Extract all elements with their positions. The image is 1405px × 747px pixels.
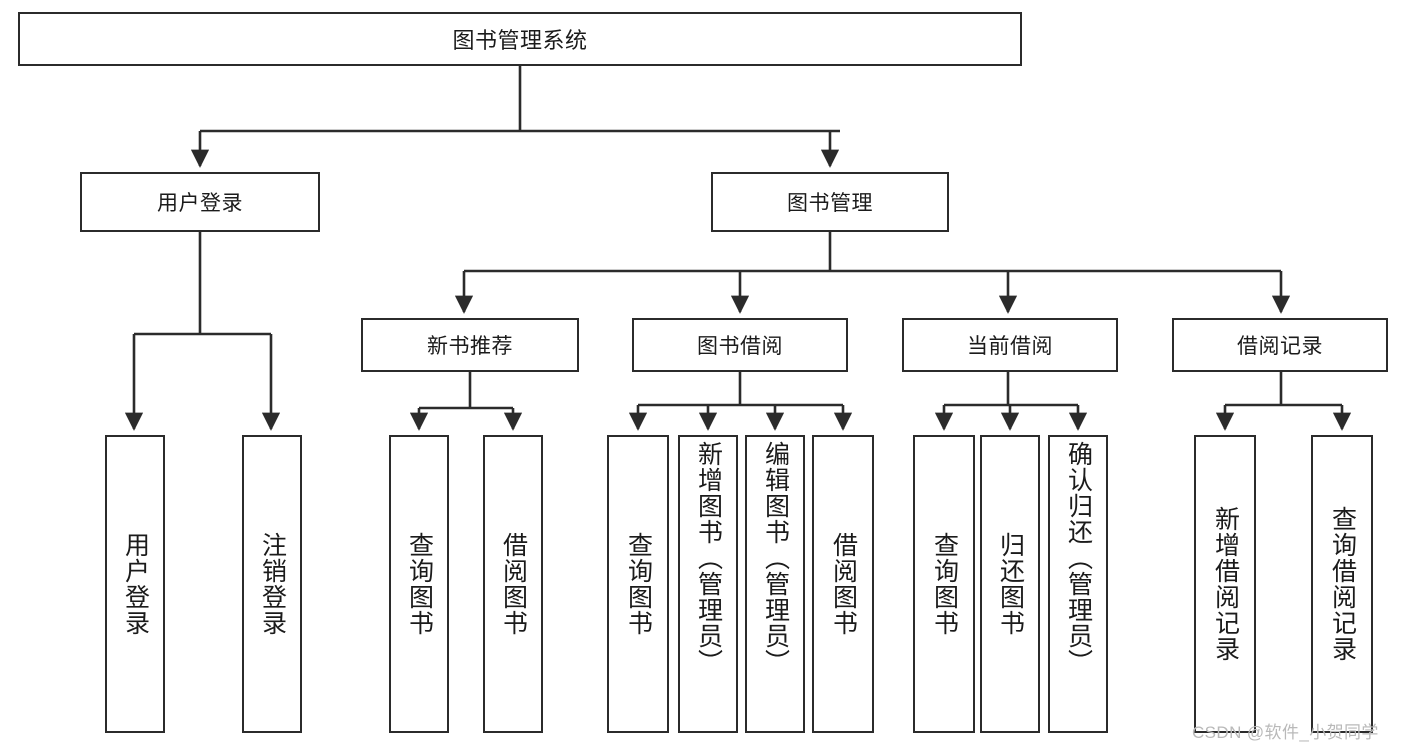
node-leaf[interactable]: 注销登录 [242, 435, 302, 733]
node-leaf-label: 用户登录 [121, 532, 150, 636]
node-user-login-label: 用户登录 [157, 192, 243, 215]
node-leaf[interactable]: 新增图书（管理员） [678, 435, 738, 733]
node-leaf[interactable]: 归还图书 [980, 435, 1040, 733]
node-current-borrow[interactable]: 当前借阅 [902, 318, 1118, 372]
node-leaf[interactable]: 查询图书 [389, 435, 449, 733]
node-borrow-records-label: 借阅记录 [1237, 335, 1323, 358]
node-leaf-label: 新增图书（管理员） [694, 441, 723, 675]
node-leaf-label: 确认归还（管理员） [1064, 441, 1093, 675]
node-leaf-label: 新增借阅记录 [1211, 506, 1240, 662]
node-leaf-label: 注销登录 [258, 532, 287, 636]
node-leaf-label: 查询图书 [405, 532, 434, 636]
node-book-borrow[interactable]: 图书借阅 [632, 318, 848, 372]
node-current-borrow-label: 当前借阅 [967, 335, 1053, 358]
node-leaf[interactable]: 编辑图书（管理员） [745, 435, 805, 733]
node-leaf-label: 借阅图书 [499, 532, 528, 636]
node-user-login[interactable]: 用户登录 [80, 172, 320, 232]
node-leaf[interactable]: 新增借阅记录 [1194, 435, 1256, 733]
node-leaf[interactable]: 用户登录 [105, 435, 165, 733]
node-root-system[interactable]: 图书管理系统 [18, 12, 1022, 66]
node-new-book-recommend[interactable]: 新书推荐 [361, 318, 579, 372]
node-leaf[interactable]: 查询图书 [607, 435, 669, 733]
node-leaf[interactable]: 借阅图书 [812, 435, 874, 733]
csdn-watermark: CSDN @软件_小贺同学 [1192, 723, 1379, 742]
node-book-management-label: 图书管理 [787, 192, 873, 215]
node-book-management[interactable]: 图书管理 [711, 172, 949, 232]
node-leaf-label: 借阅图书 [829, 532, 858, 636]
node-leaf-label: 查询图书 [930, 532, 959, 636]
node-leaf-label: 编辑图书（管理员） [761, 441, 790, 675]
node-leaf[interactable]: 查询图书 [913, 435, 975, 733]
node-leaf-label: 查询借阅记录 [1328, 506, 1357, 662]
node-leaf[interactable]: 借阅图书 [483, 435, 543, 733]
node-leaf[interactable]: 确认归还（管理员） [1048, 435, 1108, 733]
node-leaf-label: 查询图书 [624, 532, 653, 636]
node-borrow-records[interactable]: 借阅记录 [1172, 318, 1388, 372]
node-book-borrow-label: 图书借阅 [697, 335, 783, 358]
node-root-label: 图书管理系统 [452, 28, 588, 53]
node-new-book-recommend-label: 新书推荐 [427, 335, 513, 358]
node-leaf-label: 归还图书 [996, 532, 1025, 636]
node-leaf[interactable]: 查询借阅记录 [1311, 435, 1373, 733]
